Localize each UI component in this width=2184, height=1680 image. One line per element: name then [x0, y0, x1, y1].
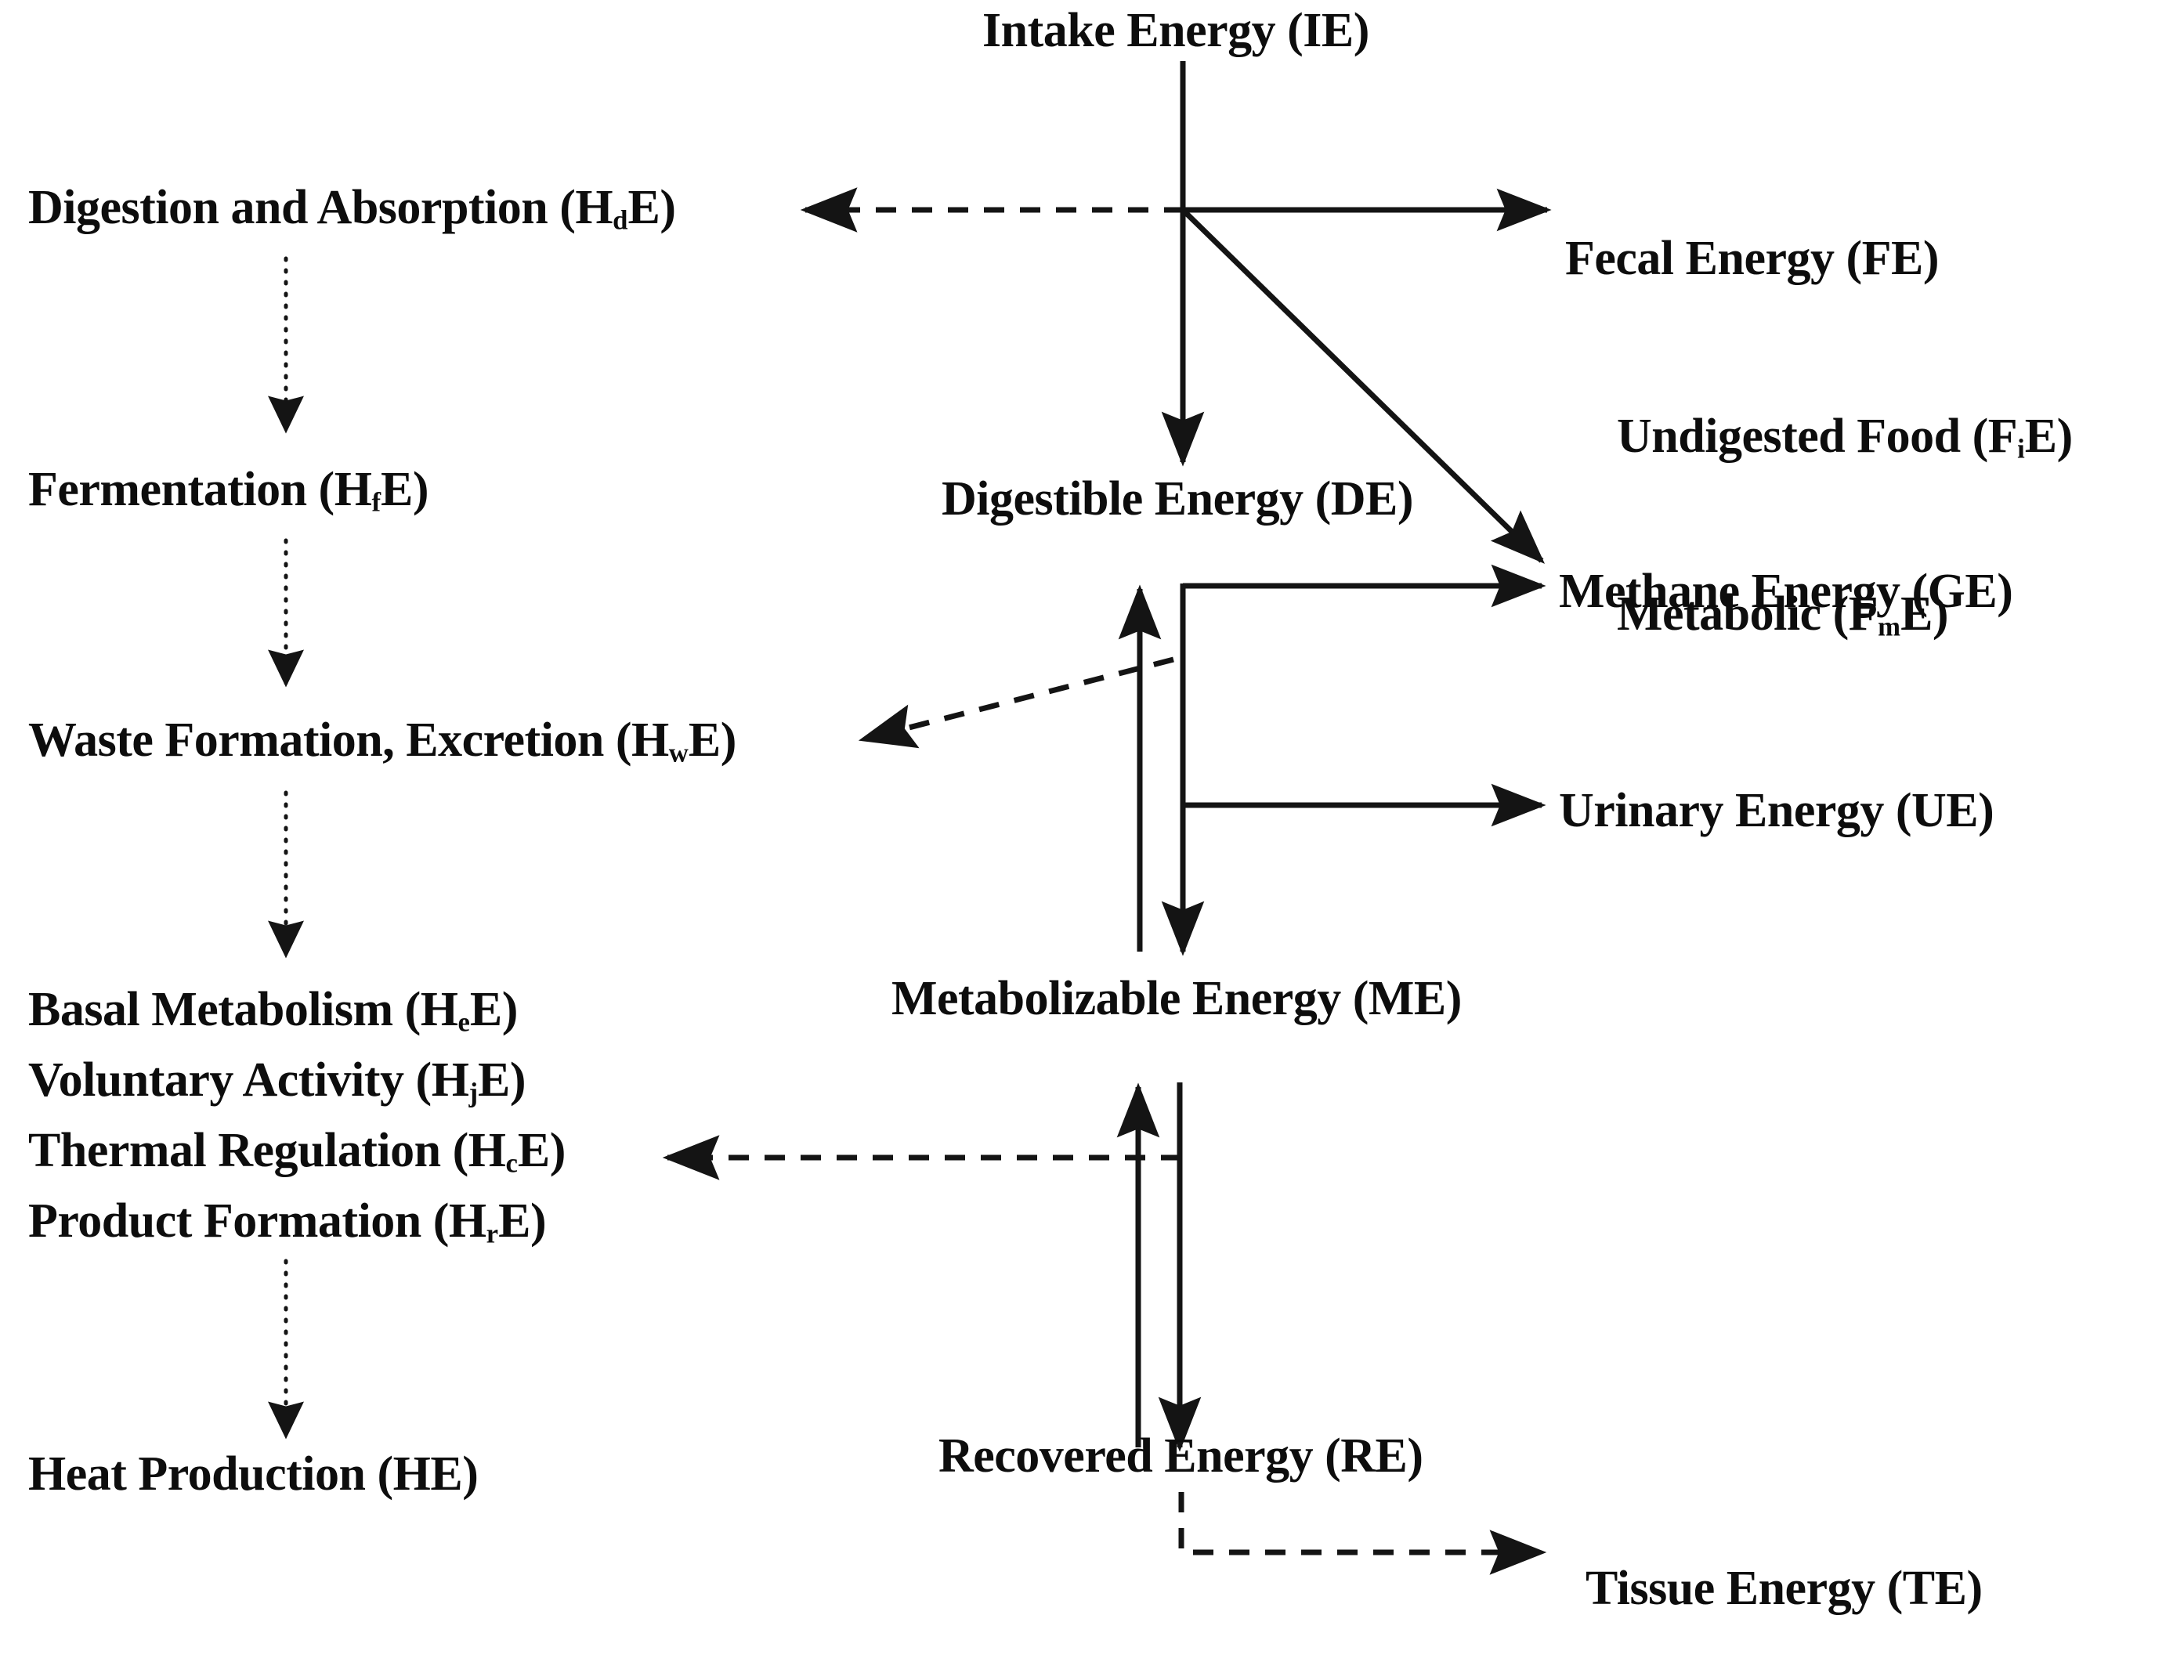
- node-thermal-regulation: Thermal Regulation (HcE): [28, 1124, 566, 1179]
- tissue-energy-line: Tissue Energy (TE): [1586, 1562, 1983, 1616]
- subscript-c: c: [505, 1147, 518, 1179]
- node-basal-metabolism: Basal Metabolism (HeE): [28, 983, 518, 1038]
- subscript-f: f: [371, 486, 381, 518]
- node-metabolizable-energy: Metabolizable Energy (ME): [891, 972, 1462, 1025]
- node-products-group: Tissue Energy (TE) Milk Energy (LE) Conc…: [1586, 1441, 2154, 1680]
- subscript-j: j: [468, 1077, 478, 1108]
- node-heat-production: Heat Production (HE): [28, 1447, 479, 1501]
- fecal-energy-line: Fecal Energy (FE): [1565, 232, 1940, 286]
- node-digestible-energy: Digestible Energy (DE): [942, 472, 1414, 526]
- subscript-i: i: [2017, 433, 2025, 464]
- subscript-w: w: [668, 737, 689, 768]
- edge-re-to-products: [1178, 1492, 1547, 1575]
- node-fermentation: Fermentation (HfE): [28, 463, 429, 518]
- node-intake-energy: Intake Energy (IE): [982, 4, 1369, 57]
- node-urinary-energy: Urinary Energy (UE): [1559, 784, 1994, 837]
- edge-de-to-waste-heat: [858, 656, 1174, 749]
- metabolic-line: Metabolic (FmE): [1617, 587, 1949, 642]
- subscript-d: d: [613, 204, 628, 236]
- node-recovered-energy: Recovered Energy (RE): [938, 1429, 1423, 1483]
- subscript-e: e: [457, 1006, 470, 1038]
- subscript-m: m: [1878, 611, 1901, 642]
- node-voluntary-activity: Voluntary Activity (HjE): [28, 1053, 526, 1108]
- node-product-formation: Product Formation (HrE): [28, 1194, 547, 1249]
- node-digestion-and-absorption: Digestion and Absorption (HdE): [28, 181, 676, 236]
- node-methane-energy: Methane Energy (GE): [1559, 565, 2013, 618]
- subscript-r: r: [486, 1218, 499, 1249]
- node-waste-formation-excretion: Waste Formation, Excretion (HwE): [28, 714, 736, 768]
- node-fecal-energy-group: Fecal Energy (FE) Undigested Food (FiE) …: [1565, 111, 2073, 763]
- undigested-food-line: Undigested Food (FiE): [1617, 410, 2073, 464]
